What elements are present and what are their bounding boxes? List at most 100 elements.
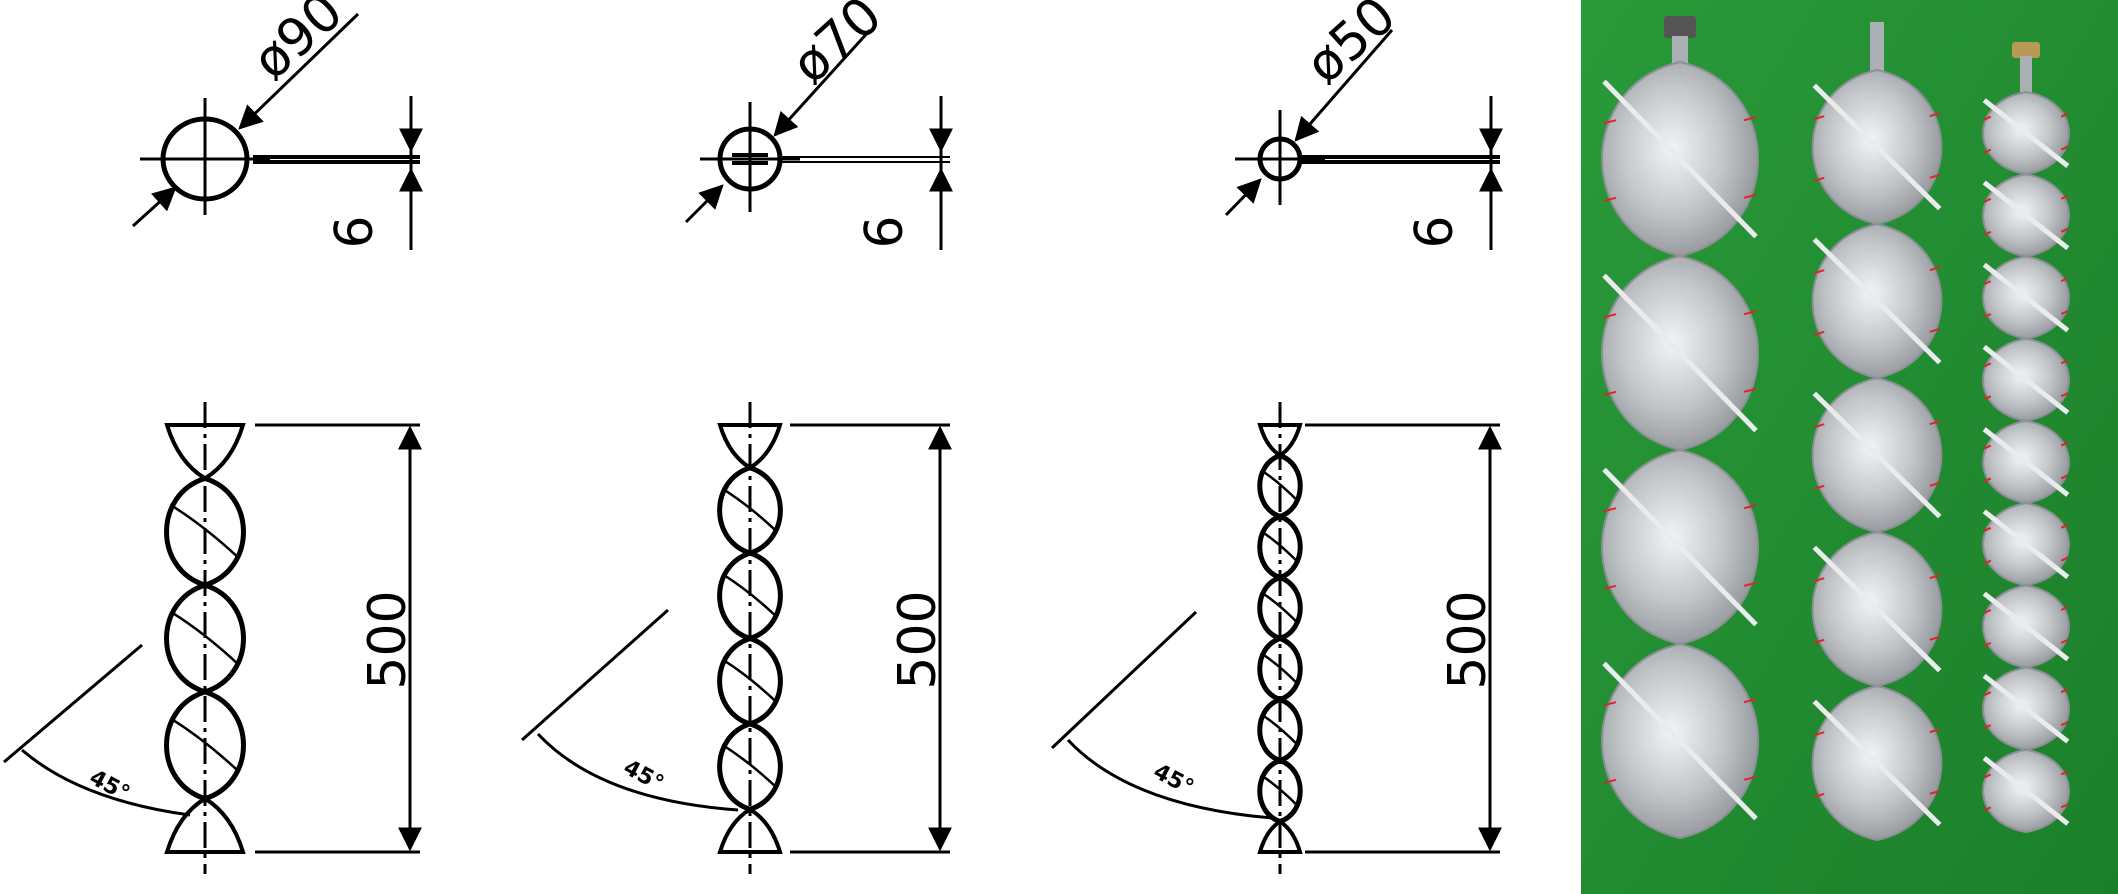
red-mark — [1814, 484, 1825, 490]
red-mark — [1814, 731, 1825, 737]
red-mark — [1743, 504, 1757, 510]
red-mark — [2060, 721, 2069, 727]
red-mark — [2060, 112, 2069, 118]
red-mark — [2060, 227, 2069, 233]
drawing-panel-a: ø90 6 500 45° — [3, 0, 423, 874]
red-mark — [2060, 803, 2069, 809]
metal-edge — [1982, 427, 2070, 497]
red-mark — [1983, 444, 1992, 450]
red-mark — [1814, 792, 1825, 798]
helix-elevation-view — [1050, 402, 1502, 874]
red-mark — [1929, 574, 1940, 580]
helix-edge-line — [722, 573, 778, 619]
red-mark — [1929, 327, 1940, 333]
red-mark — [1983, 362, 1992, 368]
metal-edge — [1602, 661, 1758, 821]
red-mark — [2060, 474, 2069, 480]
metal-edge — [1602, 79, 1758, 239]
red-mark — [1929, 789, 1940, 795]
helix-edge-line — [170, 504, 241, 560]
drawing-panel-c: ø50 6 500 45° — [1050, 0, 1503, 874]
metal-edge — [1982, 344, 2070, 415]
red-mark — [1983, 691, 1992, 697]
diameter-label: ø70 — [781, 0, 894, 96]
metal-edge — [1982, 591, 2070, 662]
red-mark — [1603, 119, 1617, 125]
helix-edge-line — [170, 610, 241, 667]
red-mark — [1983, 526, 1992, 532]
specimen-70 — [1811, 22, 1943, 842]
red-mark — [1929, 266, 1940, 272]
red-mark — [1743, 310, 1757, 316]
angle-label: 45° — [85, 765, 133, 807]
metal-edge — [1812, 545, 1942, 673]
metal-edge — [1812, 237, 1942, 365]
red-mark — [1743, 387, 1757, 393]
length-label: 500 — [358, 590, 418, 689]
red-mark — [1814, 423, 1825, 429]
angle-label: 45° — [619, 755, 667, 797]
helix-edge-line — [170, 717, 241, 773]
red-mark — [1983, 148, 1992, 154]
helix-end-cup — [164, 796, 246, 854]
red-mark — [1603, 778, 1617, 784]
red-mark — [1603, 584, 1617, 590]
red-mark — [1603, 701, 1617, 707]
red-mark — [1983, 641, 1992, 647]
metal-edge — [1982, 98, 2070, 168]
red-mark — [2060, 194, 2069, 200]
red-mark — [1814, 638, 1825, 644]
red-mark — [1929, 728, 1940, 734]
red-mark — [1983, 197, 1992, 203]
helix-edge-line — [722, 658, 778, 704]
red-mark — [1743, 775, 1757, 781]
red-mark — [1983, 230, 1992, 236]
metal-edge — [1982, 180, 2070, 251]
cross-section-view — [131, 12, 423, 250]
helix-edge-line — [1261, 530, 1299, 564]
helix-edge-line — [1261, 652, 1299, 686]
helix-edge-line — [722, 487, 778, 533]
red-mark — [1929, 173, 1940, 179]
red-mark — [2060, 638, 2069, 644]
length-label: 500 — [888, 590, 948, 689]
red-mark — [1983, 115, 1992, 121]
specimen-90 — [1601, 16, 1759, 840]
cross-section-view — [684, 28, 953, 250]
helix-end-cup — [717, 806, 783, 854]
red-mark — [2060, 310, 2069, 315]
red-mark — [1929, 481, 1940, 487]
thickness-label: 6 — [1405, 215, 1465, 248]
red-mark — [1983, 806, 1992, 812]
specimen-photo — [1575, 0, 2118, 894]
helix-edge-line — [1261, 591, 1299, 625]
red-mark — [1743, 698, 1757, 704]
red-mark — [1983, 395, 1992, 401]
helix-elevation-view — [3, 402, 422, 874]
specimen-50 — [1982, 42, 2070, 834]
helix-edge-line — [722, 744, 778, 789]
metal-edge — [1982, 509, 2070, 580]
red-mark — [2060, 606, 2069, 611]
red-mark — [2060, 770, 2069, 776]
cross-section-view — [1224, 29, 1503, 250]
red-mark — [1983, 609, 1992, 614]
metal-edge — [1812, 699, 1942, 827]
metal-edge — [1812, 391, 1942, 519]
metal-edge — [1982, 262, 2070, 333]
red-mark — [1743, 193, 1757, 199]
red-mark — [1814, 176, 1825, 182]
helical-twist-shape — [717, 423, 783, 854]
red-mark — [1929, 635, 1940, 641]
red-mark — [2060, 277, 2069, 283]
thickness-label: 6 — [855, 215, 915, 248]
red-mark — [1814, 269, 1825, 275]
helix-elevation-view — [521, 402, 952, 874]
red-mark — [1983, 724, 1992, 730]
red-mark — [1983, 773, 1992, 779]
red-mark — [1983, 280, 1992, 286]
red-mark — [1603, 507, 1617, 513]
red-mark — [2060, 441, 2069, 447]
red-mark — [2060, 523, 2069, 529]
drawing-panel-b: ø70 6 500 45° — [521, 0, 953, 874]
